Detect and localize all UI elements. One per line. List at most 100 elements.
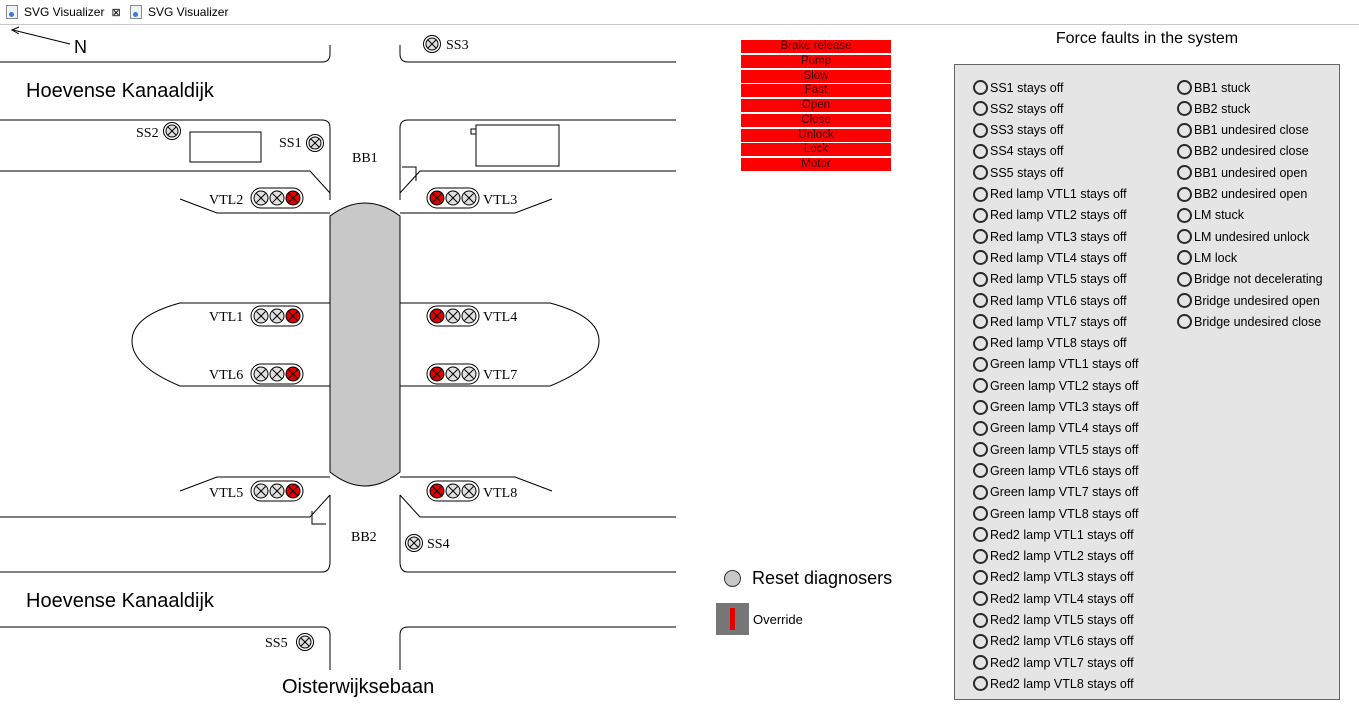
radio-button-icon[interactable] bbox=[1177, 165, 1192, 181]
radio-button-icon[interactable] bbox=[973, 293, 988, 308]
radio-button-icon[interactable] bbox=[973, 250, 988, 266]
control-button-fast[interactable]: Fast bbox=[741, 84, 891, 98]
fault-option[interactable]: Red lamp VTL7 stays off bbox=[973, 312, 1127, 331]
radio-button-icon[interactable] bbox=[1177, 80, 1192, 95]
override-toggle[interactable] bbox=[716, 603, 749, 635]
radio-button-icon[interactable] bbox=[973, 506, 988, 521]
radio-button-icon[interactable] bbox=[1177, 101, 1192, 117]
radio-button-icon[interactable] bbox=[973, 122, 988, 138]
radio-button-icon[interactable] bbox=[973, 527, 988, 543]
fault-option[interactable]: BB2 stuck bbox=[1177, 99, 1250, 118]
radio-button-icon[interactable] bbox=[1177, 122, 1192, 138]
tab-svg-visualizer-2[interactable]: SVG Visualizer bbox=[130, 0, 228, 24]
fault-option[interactable]: Green lamp VTL6 stays off bbox=[973, 461, 1138, 480]
fault-option[interactable]: SS1 stays off bbox=[973, 78, 1063, 97]
fault-option[interactable]: Green lamp VTL5 stays off bbox=[973, 440, 1138, 459]
fault-option[interactable]: Green lamp VTL8 stays off bbox=[973, 504, 1138, 523]
fault-option[interactable]: SS2 stays off bbox=[973, 99, 1063, 118]
radio-button-icon[interactable] bbox=[973, 655, 988, 671]
close-tab-icon[interactable]: ⊠ bbox=[111, 6, 121, 19]
radio-button-icon[interactable] bbox=[973, 378, 988, 394]
radio-button-icon[interactable] bbox=[973, 633, 988, 649]
tab-svg-visualizer-1[interactable]: SVG Visualizer ⊠ bbox=[6, 0, 121, 24]
radio-button-icon[interactable] bbox=[973, 165, 988, 181]
control-button-close[interactable]: Close bbox=[741, 113, 891, 127]
faults-panel-title: Force faults in the system bbox=[1055, 30, 1239, 47]
fault-option[interactable]: Red2 lamp VTL7 stays off bbox=[973, 653, 1134, 672]
radio-button-icon[interactable] bbox=[973, 463, 988, 479]
fault-option[interactable]: Green lamp VTL1 stays off bbox=[973, 355, 1138, 374]
fault-option[interactable]: Red2 lamp VTL8 stays off bbox=[973, 674, 1134, 693]
fault-option[interactable]: BB2 undesired open bbox=[1177, 185, 1307, 204]
fault-option[interactable]: Red2 lamp VTL3 stays off bbox=[973, 568, 1134, 587]
radio-button-icon[interactable] bbox=[973, 569, 988, 585]
fault-option[interactable]: Red lamp VTL2 stays off bbox=[973, 206, 1127, 225]
radio-button-icon[interactable] bbox=[973, 80, 988, 95]
radio-button-icon[interactable] bbox=[973, 420, 988, 436]
radio-button-icon[interactable] bbox=[973, 676, 988, 692]
control-button-lock[interactable]: Lock bbox=[741, 143, 891, 157]
control-button-brake-release[interactable]: Brake release bbox=[741, 40, 891, 53]
radio-button-icon[interactable] bbox=[973, 335, 988, 351]
radio-button-icon[interactable] bbox=[1177, 250, 1192, 266]
control-button-slow[interactable]: Slow bbox=[741, 69, 891, 83]
fault-option[interactable]: Red2 lamp VTL4 stays off bbox=[973, 589, 1134, 608]
fault-label: Red lamp VTL5 stays off bbox=[990, 272, 1127, 287]
control-button-open[interactable]: Open bbox=[741, 99, 891, 112]
radio-button-icon[interactable] bbox=[1177, 271, 1192, 287]
fault-option[interactable]: Red2 lamp VTL1 stays off bbox=[973, 525, 1134, 544]
control-button-motor[interactable]: Motor bbox=[741, 158, 891, 171]
fault-option[interactable]: BB1 undesired close bbox=[1177, 121, 1309, 140]
fault-option[interactable]: Red2 lamp VTL2 stays off bbox=[973, 547, 1134, 566]
fault-option[interactable]: LM stuck bbox=[1177, 206, 1244, 225]
radio-button-icon[interactable] bbox=[1177, 229, 1192, 245]
fault-option[interactable]: Bridge not decelerating bbox=[1177, 270, 1323, 289]
fault-option[interactable]: Green lamp VTL2 stays off bbox=[973, 376, 1138, 395]
fault-option[interactable]: Green lamp VTL4 stays off bbox=[973, 419, 1138, 438]
radio-button-icon[interactable] bbox=[973, 229, 988, 245]
radio-button-icon[interactable] bbox=[1177, 186, 1192, 202]
fault-option[interactable]: Green lamp VTL3 stays off bbox=[973, 398, 1138, 417]
fault-option[interactable]: Red lamp VTL8 stays off bbox=[973, 334, 1127, 353]
fault-option[interactable]: Red lamp VTL1 stays off bbox=[973, 185, 1127, 204]
fault-option[interactable]: LM undesired unlock bbox=[1177, 227, 1309, 246]
radio-button-icon[interactable] bbox=[1177, 143, 1192, 159]
fault-option[interactable]: Red lamp VTL4 stays off bbox=[973, 248, 1127, 267]
radio-button-icon[interactable] bbox=[973, 356, 988, 372]
fault-option[interactable]: SS3 stays off bbox=[973, 121, 1063, 140]
radio-button-icon[interactable] bbox=[973, 314, 988, 330]
radio-button-icon[interactable] bbox=[973, 484, 988, 500]
fault-option[interactable]: Red lamp VTL3 stays off bbox=[973, 227, 1127, 246]
fault-option[interactable]: Red2 lamp VTL6 stays off bbox=[973, 632, 1134, 651]
fault-option[interactable]: BB1 undesired open bbox=[1177, 163, 1307, 182]
fault-label: Bridge undesired close bbox=[1194, 314, 1322, 329]
fault-option[interactable]: SS5 stays off bbox=[973, 163, 1063, 182]
radio-button-icon[interactable] bbox=[973, 548, 988, 564]
radio-button-icon[interactable] bbox=[1177, 314, 1192, 330]
reset-radio-icon[interactable] bbox=[724, 569, 741, 587]
fault-option[interactable]: Red lamp VTL5 stays off bbox=[973, 270, 1127, 289]
radio-button-icon[interactable] bbox=[973, 186, 988, 202]
radio-button-icon[interactable] bbox=[1177, 293, 1192, 308]
control-button-pump[interactable]: Pump bbox=[741, 54, 891, 68]
fault-option[interactable]: Green lamp VTL7 stays off bbox=[973, 483, 1138, 502]
radio-button-icon[interactable] bbox=[973, 101, 988, 117]
reset-diagnosers-button[interactable]: Reset diagnosers bbox=[724, 567, 892, 589]
fault-option[interactable]: Bridge undesired open bbox=[1177, 291, 1320, 310]
radio-button-icon[interactable] bbox=[973, 591, 988, 607]
fault-option[interactable]: BB2 undesired close bbox=[1177, 142, 1309, 161]
radio-button-icon[interactable] bbox=[973, 399, 988, 415]
fault-option[interactable]: LM lock bbox=[1177, 248, 1237, 267]
fault-option[interactable]: SS4 stays off bbox=[973, 142, 1063, 161]
control-button-unlock[interactable]: Unlock bbox=[741, 128, 891, 142]
fault-option[interactable]: Red2 lamp VTL5 stays off bbox=[973, 611, 1134, 630]
radio-button-icon[interactable] bbox=[973, 271, 988, 287]
radio-button-icon[interactable] bbox=[973, 207, 988, 223]
radio-button-icon[interactable] bbox=[973, 143, 988, 159]
radio-button-icon[interactable] bbox=[973, 442, 988, 458]
fault-option[interactable]: BB1 stuck bbox=[1177, 78, 1250, 97]
radio-button-icon[interactable] bbox=[1177, 207, 1192, 223]
fault-option[interactable]: Bridge undesired close bbox=[1177, 312, 1321, 331]
radio-button-icon[interactable] bbox=[973, 612, 988, 628]
fault-option[interactable]: Red lamp VTL6 stays off bbox=[973, 291, 1127, 310]
